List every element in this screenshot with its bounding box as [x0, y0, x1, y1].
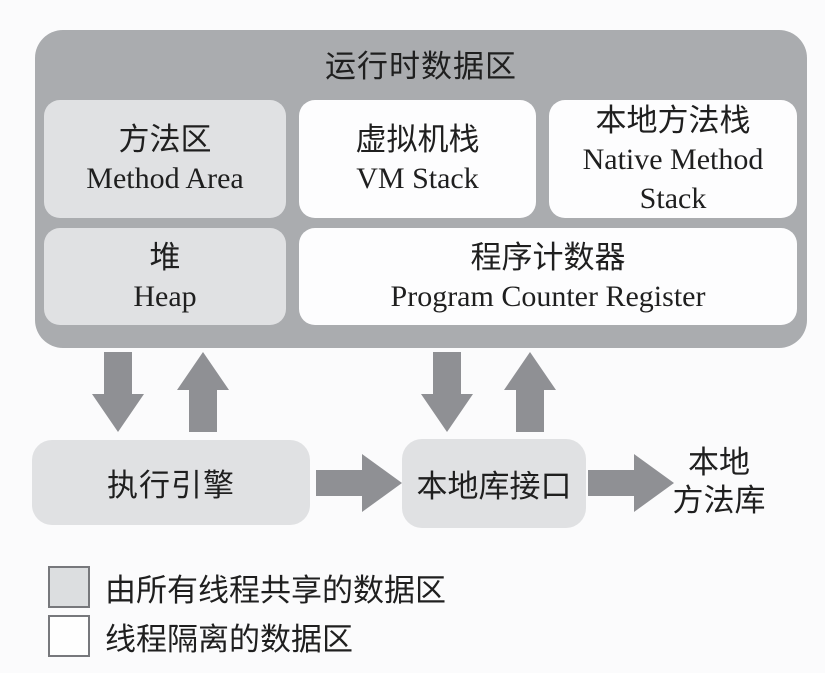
arrow-down-icon [92, 352, 144, 432]
legend-label-isolated: 线程隔离的数据区 [105, 621, 353, 657]
native-library-interface-box: 本地库接口 [402, 439, 586, 528]
legend-swatch-isolated [48, 615, 90, 657]
legend-swatch-shared [48, 566, 90, 608]
method-area-label-en: Method Area [86, 162, 244, 195]
legend-item-shared: 由所有线程共享的数据区 [48, 565, 446, 609]
execution-engine-box: 执行引擎 [32, 440, 310, 525]
heap-box: 堆 Heap [44, 228, 286, 325]
method-area-box: 方法区 Method Area [44, 100, 286, 218]
heap-label-zh: 堆 [149, 239, 181, 275]
vm-stack-box: 虚拟机栈 VM Stack [299, 100, 536, 218]
heap-label-en: Heap [133, 279, 197, 313]
vm-stack-label-en: VM Stack [356, 162, 479, 195]
arrow-right-icon [588, 454, 674, 512]
runtime-area-top-row: 方法区 Method Area 虚拟机栈 VM Stack 本地方法栈 Nati… [44, 100, 797, 218]
native-method-library-label: 本地 方法库 [660, 444, 778, 520]
pc-register-label-zh: 程序计数器 [470, 239, 626, 275]
pc-register-label-en: Program Counter Register [390, 279, 706, 313]
legend-item-isolated: 线程隔离的数据区 [48, 614, 353, 658]
arrow-right-icon [316, 454, 402, 512]
native-method-library-line1: 本地 [688, 445, 750, 480]
runtime-data-area-container: 运行时数据区 方法区 Method Area 虚拟机栈 VM Stack 本地方… [35, 30, 807, 348]
arrow-up-icon [177, 352, 229, 432]
native-method-stack-label-zh: 本地方法栈 [595, 102, 751, 138]
runtime-area-bottom-row: 堆 Heap 程序计数器 Program Counter Register [44, 228, 797, 325]
arrow-up-icon [504, 352, 556, 432]
legend-label-shared: 由所有线程共享的数据区 [105, 572, 446, 608]
pc-register-box: 程序计数器 Program Counter Register [299, 228, 797, 325]
arrow-down-icon [421, 352, 473, 432]
method-area-label-zh: 方法区 [118, 122, 212, 157]
runtime-data-area-title: 运行时数据区 [325, 49, 517, 84]
native-method-stack-box: 本地方法栈 Native Method Stack [549, 100, 797, 218]
native-method-stack-label-en: Native Method Stack [582, 142, 764, 215]
execution-engine-label: 执行引擎 [107, 468, 235, 503]
native-library-interface-label: 本地库接口 [416, 469, 572, 504]
native-method-library-line2: 方法库 [672, 483, 766, 518]
vm-stack-label-zh: 虚拟机栈 [355, 122, 480, 157]
